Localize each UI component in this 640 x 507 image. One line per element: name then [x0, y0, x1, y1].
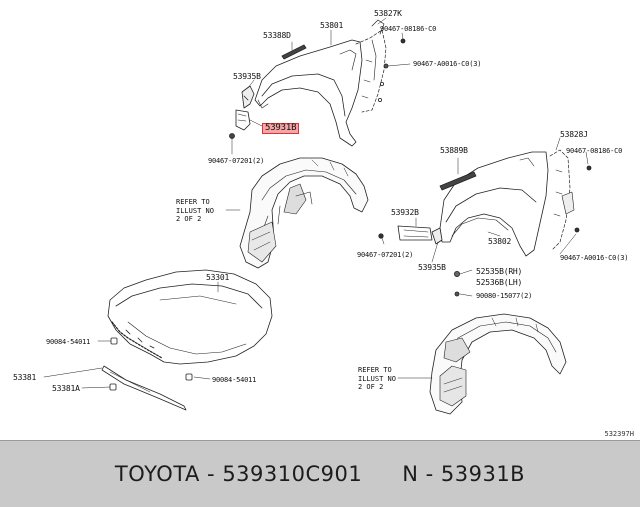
- footer-brand-part-number: TOYOTA - 539310C901: [114, 462, 363, 486]
- label-53935B-right: 53935B: [418, 263, 446, 272]
- fender-liner-upper-drawing: [239, 157, 369, 269]
- front-fender-upper-drawing: [254, 29, 389, 147]
- front-fender-right-drawing: [439, 149, 592, 257]
- footer-bar: TOYOTA - 539310C901 N - 53931B: [0, 440, 640, 507]
- footer-caption: TOYOTA - 539310C901 N - 53931B: [0, 462, 640, 486]
- refer-line: REFER TO: [358, 366, 392, 374]
- refer-line: 2 OF 2: [358, 383, 384, 391]
- label-53889B: 53889B: [440, 146, 468, 155]
- label-53932B: 53932B: [391, 208, 419, 217]
- label-53931B-highlighted: 53931B: [262, 123, 300, 134]
- refer-line: REFER TO: [176, 198, 210, 206]
- label-52535B: 52535B(RH): [476, 267, 523, 276]
- label-53802: 53802: [488, 237, 512, 246]
- label-90084-54011-top: 90084-54011: [46, 338, 91, 346]
- label-53827K: 53827K: [374, 9, 402, 18]
- label-90467-08186-top: 90467-08186-C0: [380, 25, 437, 33]
- label-90467-08186-right: 90467-08186-C0: [566, 147, 623, 155]
- label-90467-A0016-top: 90467-A0016-C0(3): [413, 60, 482, 68]
- refer-note-top: REFER TO ILLUST NO 2 OF 2: [176, 198, 214, 224]
- refer-note-bottom: REFER TO ILLUST NO 2 OF 2: [358, 366, 396, 392]
- label-53301: 53301: [206, 273, 230, 282]
- footer-part-code: N - 53931B: [402, 462, 526, 486]
- refer-line: ILLUST NO: [358, 374, 396, 383]
- label-53381A: 53381A: [52, 384, 80, 393]
- label-90080-15077: 90080-15077(2): [476, 292, 533, 300]
- label-52536B: 52536B(LH): [476, 278, 523, 287]
- refer-line: ILLUST NO: [176, 206, 214, 215]
- drawing-number: 532397H: [604, 430, 634, 438]
- label-53388D: 53388D: [263, 31, 291, 40]
- label-90467-07201-top: 90467-07201(2): [208, 157, 265, 165]
- hood-drawing: [107, 269, 273, 365]
- label-90467-A0016-right: 90467-A0016-C0(3): [560, 254, 629, 262]
- parts-diagram: [43, 17, 592, 415]
- label-90467-07201-right: 90467-07201(2): [357, 251, 414, 259]
- label-53828J: 53828J: [560, 130, 588, 139]
- label-90084-54011-bottom: 90084-54011: [212, 376, 257, 384]
- label-53935B-top: 53935B: [233, 72, 261, 81]
- label-53801: 53801: [320, 21, 344, 30]
- label-53381: 53381: [13, 373, 37, 382]
- fender-liner-lower-drawing: [429, 313, 567, 415]
- refer-line: 2 OF 2: [176, 215, 202, 223]
